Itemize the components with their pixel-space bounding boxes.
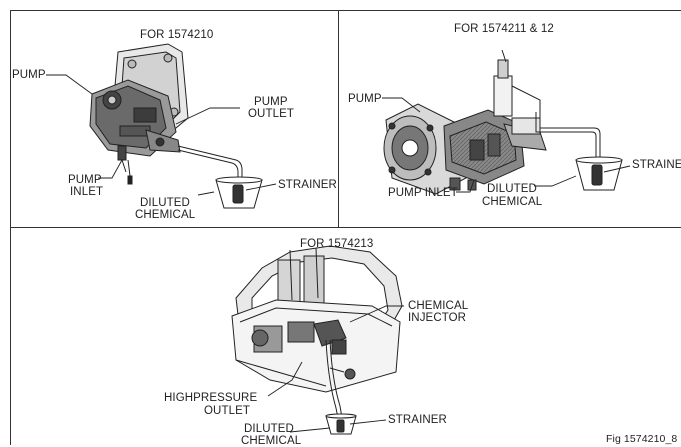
label-diluted-chemical-1: DILUTED	[487, 183, 537, 195]
pump-1574210-drawing	[89, 43, 243, 185]
label-pump-inlet-1: PUMP	[68, 174, 102, 186]
leader-lines-bottom	[267, 305, 404, 433]
pump-1574213-drawing	[231, 245, 403, 419]
label-pump-outlet-2: OUTLET	[248, 108, 294, 120]
label-strainer: STRAINER	[388, 414, 447, 426]
panel-title-1574213: FOR 1574213	[300, 238, 374, 250]
strainer-icon	[591, 164, 603, 186]
leader-lines-tr	[382, 97, 631, 193]
label-pump-inlet: PUMP INLET	[388, 187, 458, 199]
pump-1574211-drawing	[383, 49, 601, 195]
label-pump: PUMP	[12, 69, 46, 81]
strainer-icon	[232, 184, 244, 204]
label-diluted-chemical-1: DILUTED	[244, 423, 294, 435]
chemical-container-1574210	[215, 176, 263, 209]
label-highpressure-outlet-1: HIGHPRESSURE	[164, 392, 258, 404]
label-chemical-injector-1: CHEMICAL	[408, 300, 469, 312]
figure-id: Fig 1574210_8	[606, 433, 678, 445]
frame-top-border	[10, 10, 681, 11]
chemical-container-1574211	[575, 156, 623, 191]
label-strainer: STRAINE	[632, 159, 681, 171]
label-pump-outlet-1: PUMP	[254, 96, 288, 108]
label-diluted-chemical-2: CHEMICAL	[241, 435, 302, 447]
label-pump-inlet-2: INLET	[70, 186, 104, 198]
label-pump: PUMP	[348, 93, 382, 105]
label-diluted-chemical-2: CHEMICAL	[135, 209, 196, 221]
label-strainer: STRAINER	[278, 179, 337, 191]
label-chemical-injector-2: INJECTOR	[408, 312, 467, 324]
panel-title-1574210: FOR 1574210	[140, 29, 214, 41]
leader-lines-tl	[46, 74, 277, 196]
label-diluted-chemical-1: DILUTED	[140, 197, 190, 209]
strainer-icon	[336, 419, 345, 433]
frame-middle-divider	[10, 227, 681, 228]
label-diluted-chemical-2: CHEMICAL	[482, 196, 543, 208]
label-highpressure-outlet-2: OUTLET	[204, 405, 250, 417]
chemical-container-1574213	[325, 413, 357, 435]
panel-title-1574211: FOR 1574211 & 12	[454, 23, 554, 35]
frame-vertical-divider	[338, 10, 339, 227]
